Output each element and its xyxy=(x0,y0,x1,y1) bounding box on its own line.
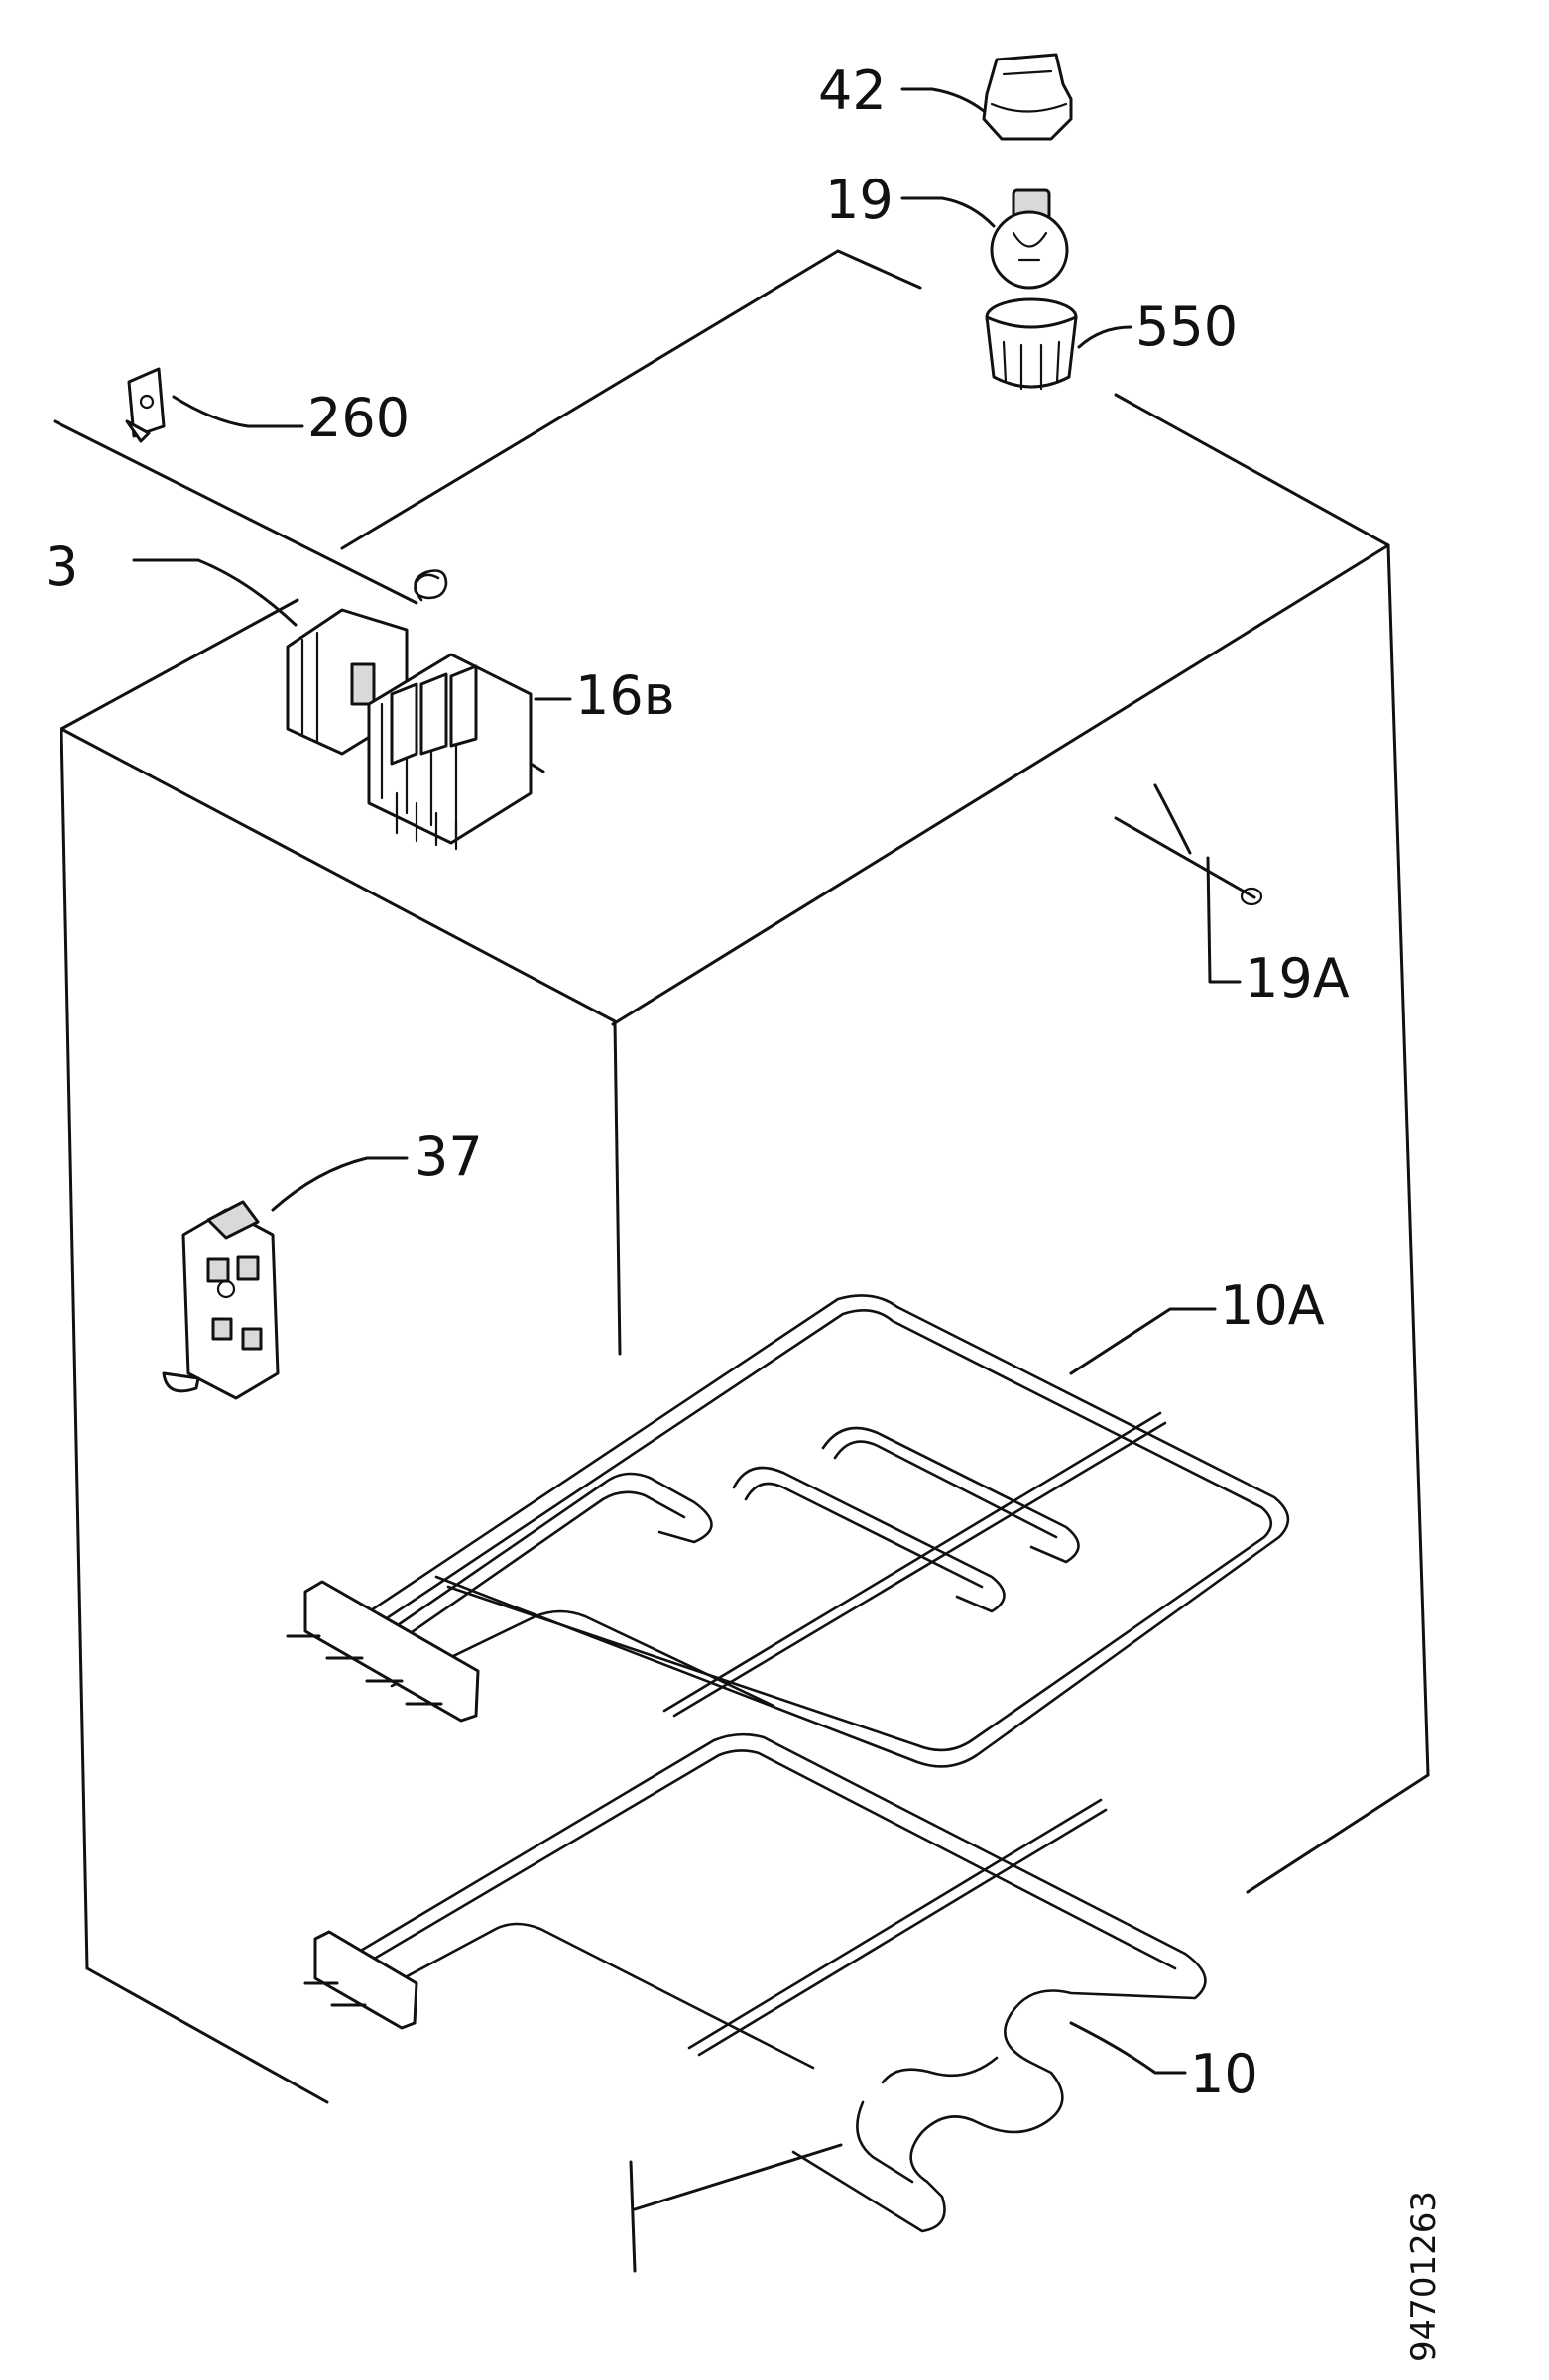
oven-cabinet-outline xyxy=(60,249,1430,2273)
part-labels: 42 19 550 260 3 16в 19A 37 10A 10 947012… xyxy=(45,60,1444,2362)
thermostat-part-3 xyxy=(53,419,448,756)
label-16b: 16в xyxy=(575,664,675,727)
drawing-number: 94701263 xyxy=(1404,2191,1444,2362)
label-19: 19 xyxy=(825,169,894,231)
label-19a: 19A xyxy=(1245,947,1350,1010)
switch-part-16b xyxy=(367,653,572,851)
label-550: 550 xyxy=(1135,296,1238,358)
label-3: 3 xyxy=(45,536,78,598)
lamp-holder-part-550 xyxy=(985,298,1132,391)
sensor-part-19a xyxy=(1114,783,1263,984)
label-260: 260 xyxy=(307,387,410,449)
label-37: 37 xyxy=(415,1126,483,1188)
terminal-block-part-37 xyxy=(162,1156,409,1400)
lamp-cover-part-42 xyxy=(900,53,1073,141)
grill-element-part-10a xyxy=(286,1294,1290,1768)
label-10a: 10A xyxy=(1220,1274,1325,1337)
bottom-element-part-10 xyxy=(303,1732,1207,2233)
clip-part-260 xyxy=(125,367,304,443)
label-10: 10 xyxy=(1190,2043,1258,2105)
label-42: 42 xyxy=(818,60,887,122)
lamp-bulb-part-19 xyxy=(900,188,1069,290)
